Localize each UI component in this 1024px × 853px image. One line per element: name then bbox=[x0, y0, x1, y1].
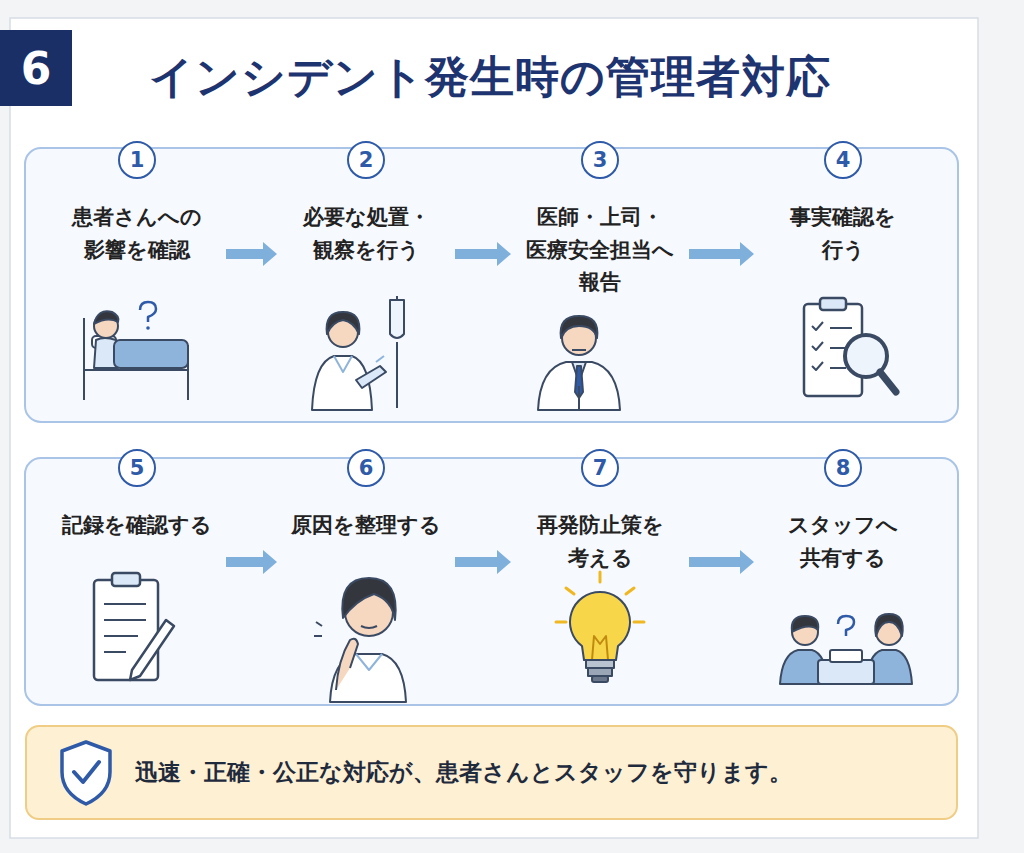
flow-arrow bbox=[455, 242, 511, 266]
step-label: 事実確認を 行う bbox=[786, 201, 901, 266]
flow-arrow bbox=[689, 242, 754, 266]
step-box: 5 記録を確認する bbox=[52, 449, 222, 542]
page-card bbox=[10, 18, 978, 838]
step-panel bbox=[25, 148, 958, 422]
light-bulb-icon bbox=[556, 572, 644, 682]
step-label: 必要な処置・ 観察を行う bbox=[299, 201, 434, 266]
section-number: 6 bbox=[21, 43, 52, 94]
step-number: 1 bbox=[118, 141, 156, 179]
diagram-title: インシデント発生時の管理者対応 bbox=[110, 48, 870, 107]
step-box: 6 原因を整理する bbox=[281, 449, 451, 542]
step-number: 2 bbox=[347, 141, 385, 179]
section-badge: 6 bbox=[0, 30, 72, 106]
flow-arrow bbox=[226, 550, 277, 574]
step-number: 8 bbox=[824, 449, 862, 487]
step-number: 4 bbox=[824, 141, 862, 179]
flow-arrow bbox=[226, 242, 277, 266]
step-box: 2 必要な処置・ 観察を行う bbox=[281, 141, 451, 266]
flow-arrow bbox=[689, 550, 754, 574]
thinking-nurse-icon bbox=[314, 578, 406, 702]
step-box: 3 医師・上司・ 医療安全担当へ 報告 bbox=[515, 141, 685, 299]
step-box: 1 患者さんへの 影響を確認 bbox=[52, 141, 222, 266]
nurse-iv-icon bbox=[312, 296, 404, 410]
step-label: 再発防止策を 考える bbox=[531, 509, 669, 574]
step-box: 7 再発防止策を 考える bbox=[515, 449, 685, 574]
step-label: スタッフへ 共有する bbox=[786, 509, 901, 574]
patient-bed-icon bbox=[84, 302, 188, 400]
flow-arrow bbox=[455, 550, 511, 574]
record-clipboard-icon bbox=[94, 573, 174, 680]
doctor-icon bbox=[538, 316, 620, 410]
step-box: 8 スタッフへ 共有する bbox=[758, 449, 928, 574]
step-number: 6 bbox=[347, 449, 385, 487]
step-number: 5 bbox=[118, 449, 156, 487]
step-label: 原因を整理する bbox=[284, 509, 449, 542]
staff-sharing-icon bbox=[780, 614, 912, 684]
summary-band: 迅速・正確・公正な対応が、患者さんとスタッフを守ります。 bbox=[25, 725, 958, 820]
clipboard-magnifier-icon bbox=[804, 298, 896, 396]
summary-text: 迅速・正確・公正な対応が、患者さんとスタッフを守ります。 bbox=[135, 757, 792, 788]
step-number: 3 bbox=[581, 141, 619, 179]
step-number: 7 bbox=[581, 449, 619, 487]
step-label: 記録を確認する bbox=[55, 509, 220, 542]
step-box: 4 事実確認を 行う bbox=[758, 141, 928, 266]
step-panel bbox=[25, 458, 958, 705]
step-label: 患者さんへの 影響を確認 bbox=[70, 201, 205, 266]
step-label: 医師・上司・ 医療安全担当へ 報告 bbox=[521, 201, 679, 299]
